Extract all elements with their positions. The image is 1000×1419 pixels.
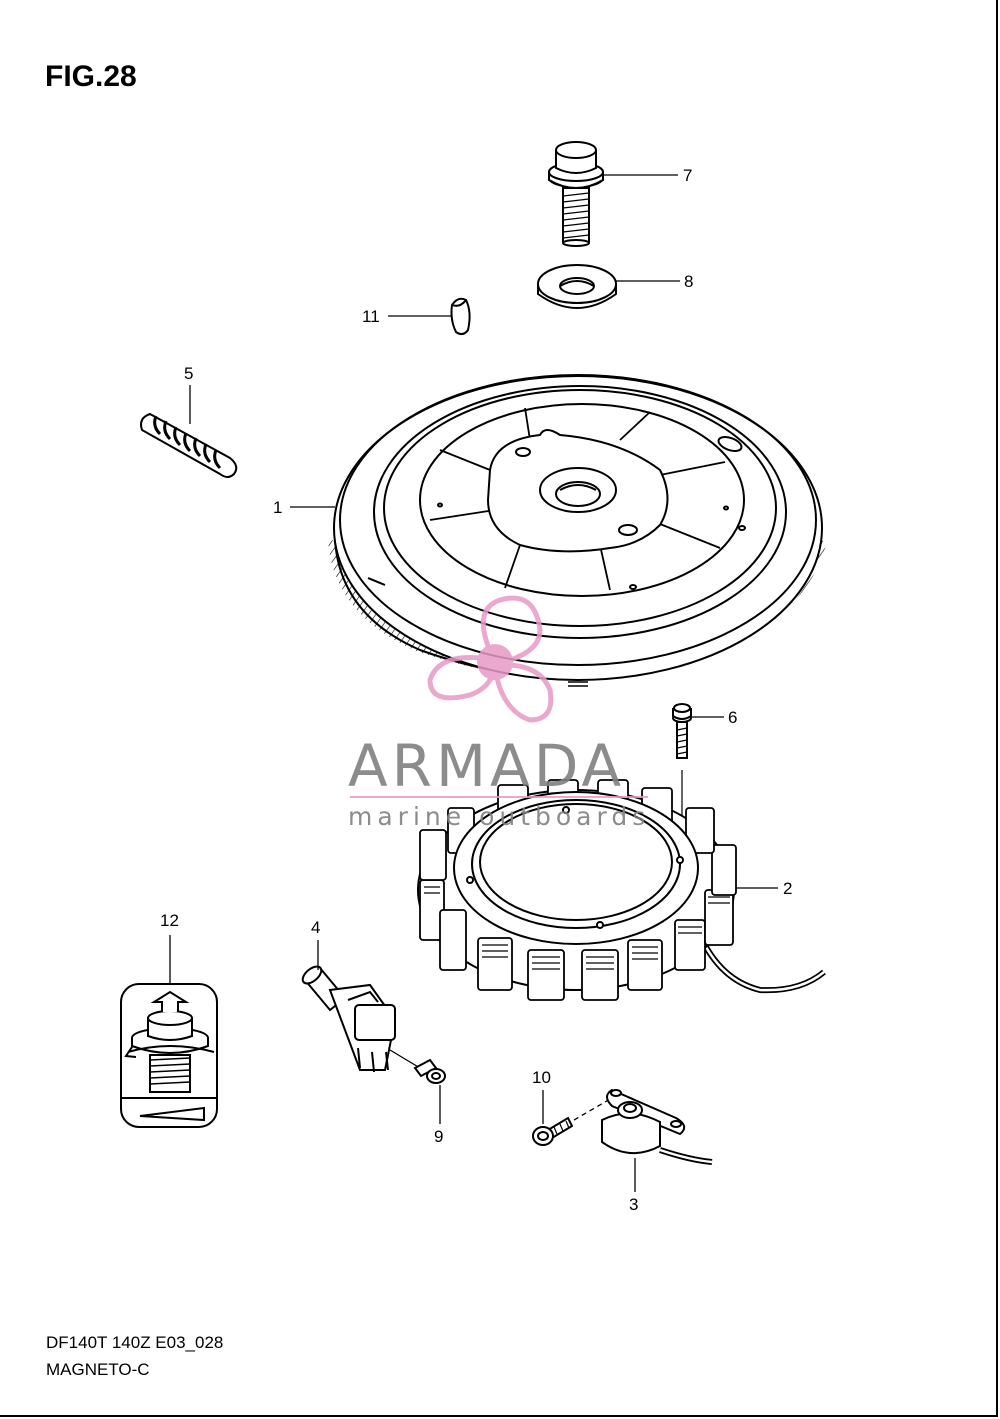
- callout-9: 9: [434, 1127, 443, 1146]
- flywheel-bolt-part: [548, 141, 604, 247]
- sensor-screw-part: [413, 1058, 446, 1124]
- callout-labels: 7 8 11 5 1 6 2 12 4 10 9 3: [160, 166, 792, 1214]
- watermark-tagline: marine outboards: [348, 802, 650, 831]
- key-part: [450, 297, 471, 336]
- model-code: DF140T 140Z E03_028: [46, 1333, 224, 1352]
- watermark-brand: ARMADA: [348, 732, 625, 800]
- pulser-coil-part: [601, 1088, 713, 1192]
- leader-lines: [189, 174, 778, 889]
- pulser-screw-part: [532, 1090, 613, 1146]
- callout-5: 5: [184, 364, 193, 383]
- callout-11: 11: [362, 307, 380, 326]
- callout-6: 6: [728, 708, 737, 727]
- figure-title: FIG.28: [45, 60, 137, 93]
- callout-4: 4: [311, 918, 320, 937]
- section-name: MAGNETO-C: [46, 1360, 150, 1379]
- callout-12: 12: [160, 911, 179, 930]
- washer-part: [537, 264, 617, 309]
- callout-3: 3: [629, 1195, 638, 1214]
- propeller-logo-icon: [427, 595, 554, 723]
- stator-bolt-part: [672, 703, 692, 860]
- callout-2: 2: [783, 879, 792, 898]
- callout-1: 1: [273, 498, 282, 517]
- dowel-pin-part: [140, 412, 238, 478]
- flywheel-part: [328, 374, 827, 687]
- callout-7: 7: [683, 166, 692, 185]
- callout-8: 8: [684, 272, 693, 291]
- stator-part: [417, 779, 826, 1001]
- thread-lock-symbol-part: [120, 935, 218, 1128]
- callout-10: 10: [532, 1068, 551, 1087]
- watermark: ARMADA marine outboards: [348, 595, 650, 831]
- sensor-part: [301, 940, 421, 1073]
